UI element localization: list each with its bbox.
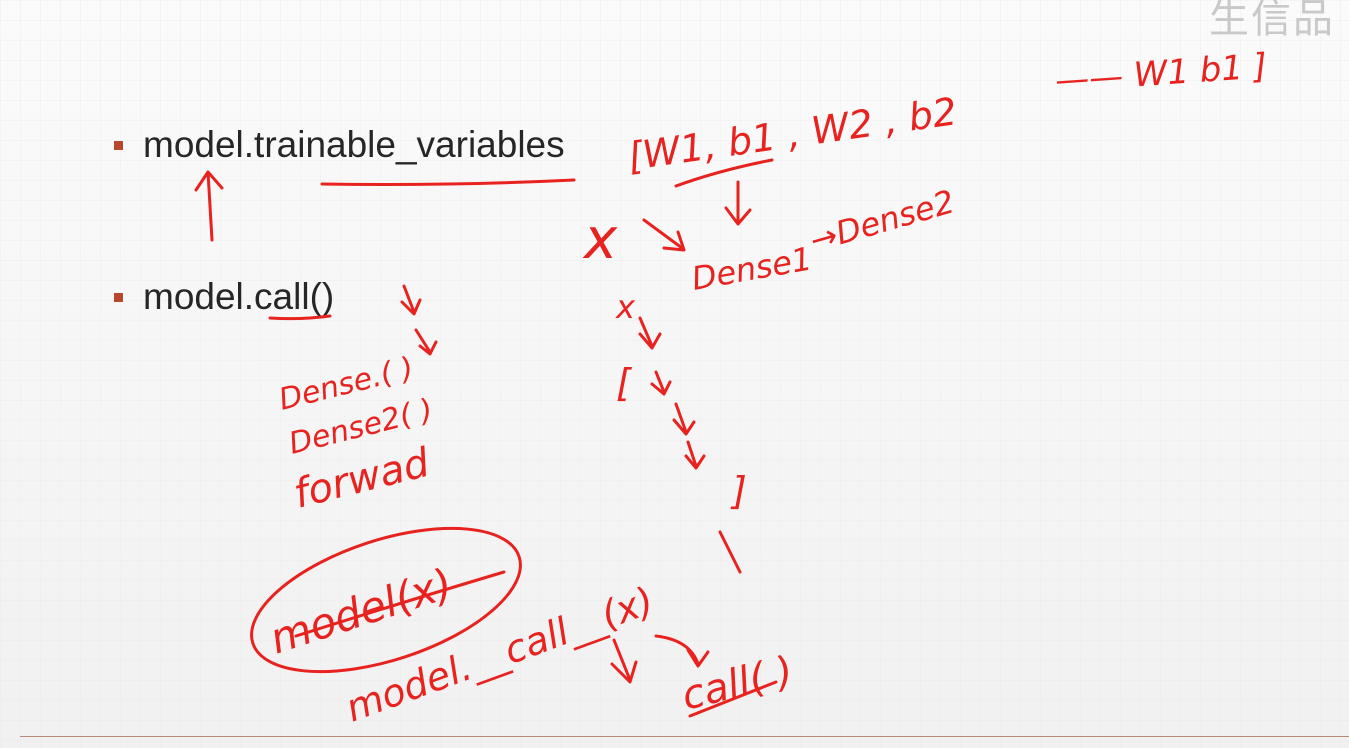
underline-call [268, 314, 332, 321]
arrow-flow-4 [684, 440, 706, 470]
arrow-to-call-1 [610, 638, 638, 684]
bullet-item-trainable-variables: model.trainable_variables [114, 124, 565, 166]
up-arrow [194, 170, 224, 242]
underline-trainable [320, 178, 576, 186]
underline-model-x [294, 570, 506, 638]
arrow-flow-1 [638, 316, 662, 350]
watermark-text: 生信品 [1209, 0, 1335, 42]
x-small-text: x [615, 288, 636, 326]
arrow-call-down [400, 284, 422, 316]
underline-b1 [674, 158, 774, 188]
cross-x [718, 530, 742, 574]
x-label-text: x [582, 207, 618, 272]
dense1-text: Dense1 [689, 239, 815, 297]
arrow-x-dense1 [642, 218, 686, 252]
underline-call-final [688, 680, 778, 718]
bracket-close-text: ] [730, 469, 747, 513]
bullet-text: model.trainable_variables [143, 124, 565, 165]
arrow-to-call-2 [654, 634, 710, 668]
bullet-text: model.call() [143, 276, 335, 317]
bracket-open-text: [ [616, 361, 632, 405]
arrow-flow-3 [672, 402, 696, 436]
bottom-divider [20, 736, 1349, 737]
bullet-square-icon [114, 292, 123, 302]
weights-far-text: —— W1 b1 ] [1054, 46, 1268, 101]
dense2-text: →Dense2 [806, 182, 959, 259]
weights-list-text: [W1, b1 , W2 , b2 [625, 89, 959, 179]
down-arrow-b1 [724, 180, 752, 226]
circle-model-x [250, 526, 522, 674]
bullet-item-model-call: model.call() [114, 276, 334, 318]
bullet-square-icon [114, 140, 123, 150]
arrow-flow-2 [650, 370, 672, 396]
arrow-dense-call [414, 328, 438, 356]
